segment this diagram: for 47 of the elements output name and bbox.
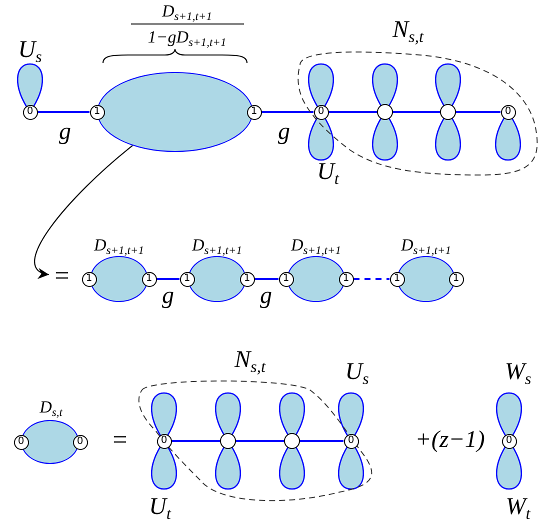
connector-line: [38, 111, 90, 113]
vertex-circle: 1: [390, 272, 404, 286]
math-label: U$_{s}$: [18, 38, 42, 62]
math-label: W$_{t}$: [506, 495, 530, 519]
connector-line: [156, 278, 180, 280]
math-label: N$_{s,t}$: [392, 18, 424, 42]
vertex-circle: [377, 104, 393, 120]
vertex-circle: 1: [180, 272, 194, 286]
math-label: D$_{s+1,t+1}$: [94, 236, 144, 254]
vertex-circle: [284, 433, 300, 449]
vertex-circle: [440, 104, 456, 120]
edge-label: g: [278, 120, 290, 144]
connector-line: [393, 111, 440, 113]
math-label: 1−gD$_{s+1,t+1}$: [148, 28, 226, 46]
math-label: D$_{s+1,t+1}$: [192, 236, 242, 254]
math-label: D$_{s+1,t+1}$: [162, 2, 212, 20]
vertex-circle: 0: [502, 434, 516, 448]
edge-label: g: [162, 284, 174, 308]
math-label: D$_{s+1,t+1}$: [291, 236, 341, 254]
equals-sign: =: [49, 264, 75, 288]
math-label: W$_{s}$: [504, 360, 532, 384]
connector-line: [354, 278, 390, 280]
math-label: U$_{t}$: [149, 495, 171, 519]
connector-line: [456, 111, 500, 113]
vertex-circle: 1: [278, 272, 294, 286]
math-label: +(z−1): [415, 428, 485, 452]
math-label: N$_{s,t}$: [234, 348, 266, 372]
edge-label: g: [59, 120, 71, 144]
math-label: U$_{t}$: [317, 160, 339, 184]
connector-line: [236, 440, 284, 442]
connector-line: [254, 278, 278, 280]
connector-line: [328, 111, 377, 113]
vertex-circle: 1: [82, 272, 96, 286]
math-label: D$_{s+1,t+1}$: [401, 236, 451, 254]
connector-line: [172, 440, 220, 442]
vertex-circle: 0: [22, 104, 38, 120]
vertex-circle: 0: [14, 434, 28, 450]
connector-line: [262, 111, 314, 113]
curved-arrow: [34, 145, 133, 277]
math-label: =: [112, 427, 128, 453]
math-label: D$_{s,t}$: [40, 398, 62, 416]
vertex-circle: [220, 433, 236, 449]
vertex-circle: 0: [500, 104, 516, 120]
vertex-circle: 1: [90, 104, 104, 120]
math-label: U$_{s}$: [345, 360, 369, 384]
connector-line: [300, 440, 344, 442]
edge-label: g: [260, 284, 272, 308]
